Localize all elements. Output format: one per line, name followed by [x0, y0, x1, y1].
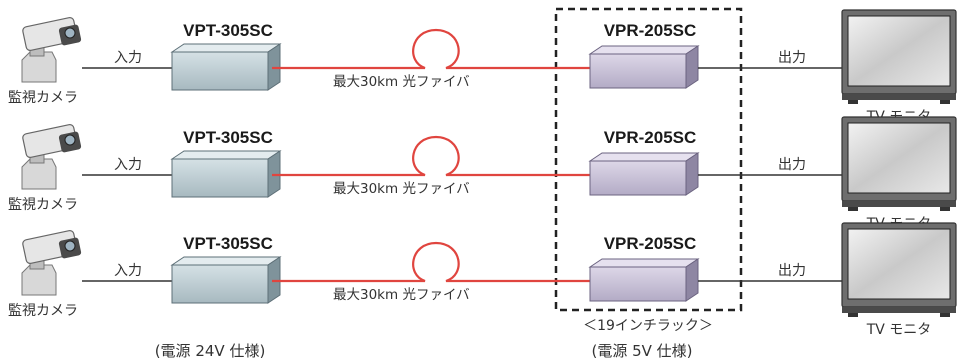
receiver-unit [588, 258, 700, 302]
transmitter-power-label: (電源 24V 仕様) [155, 342, 266, 360]
transmitter-unit [170, 150, 282, 198]
output-label: 出力 [778, 263, 806, 279]
transmitter-model-label: VPT-305SC [183, 21, 273, 40]
input-label: 入力 [114, 263, 142, 279]
tv-monitor-icon [841, 116, 957, 211]
receiver-model-label: VPR-205SC [604, 234, 697, 253]
transmitter-model-label: VPT-305SC [183, 234, 273, 253]
receiver-model-label: VPR-205SC [604, 21, 697, 40]
transmitter-model-label: VPT-305SC [183, 128, 273, 147]
rack-enclosure [554, 7, 743, 312]
camera-label: 監視カメラ [8, 89, 78, 106]
surveillance-camera-icon [21, 17, 82, 83]
fiber-label: 最大30km 光ファイバ [333, 181, 470, 197]
receiver-unit [588, 45, 700, 89]
fiber-cable [272, 28, 592, 70]
output-label: 出力 [778, 50, 806, 66]
input-label: 入力 [114, 50, 142, 66]
camera-label: 監視カメラ [8, 302, 78, 319]
fiber-label: 最大30km 光ファイバ [333, 74, 470, 90]
tv-monitor-icon [841, 9, 957, 104]
link-row-3: 監視カメラ 入力 VPT-305SC 最大30km 光ファイバ VPR-205SC 出力 T… [8, 222, 957, 338]
camera-label: 監視カメラ [8, 196, 78, 213]
surveillance-camera-icon [21, 124, 82, 190]
tv-monitor-icon [841, 222, 957, 317]
monitor-label: TV モニタ [866, 322, 932, 338]
surveillance-camera-icon [21, 230, 82, 296]
input-label: 入力 [114, 157, 142, 173]
fiber-cable [272, 135, 592, 177]
rack-label: ＜19インチラック＞ [583, 318, 713, 334]
fiber-label: 最大30km 光ファイバ [333, 287, 470, 303]
transmitter-unit [170, 256, 282, 304]
output-label: 出力 [778, 157, 806, 173]
receiver-model-label: VPR-205SC [604, 128, 697, 147]
fiber-cable [272, 241, 592, 283]
receiver-unit [588, 152, 700, 196]
receiver-power-label: (電源 5V 仕様) [591, 342, 692, 360]
transmitter-unit [170, 43, 282, 91]
